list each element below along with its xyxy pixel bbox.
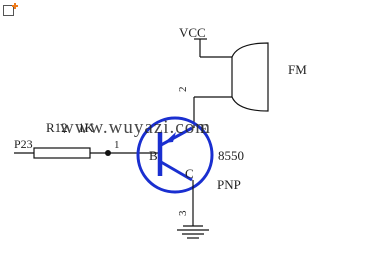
watermark-text: www.wuyazi.com [60,117,212,138]
pin-emitter-number: 2 [177,86,189,93]
base-pin-label: B [149,148,158,163]
speaker-shape [231,42,269,112]
transistor-collector-leg [160,160,193,182]
emitter-arrow [164,132,176,143]
collector-pin-label: C [185,166,194,181]
pin-base-number: 1 [114,139,120,151]
resistor-value-label: 1K [78,120,94,135]
junction-dot [105,150,111,156]
speaker-label: FM [288,62,307,77]
transistor-model-label: 8550 [218,148,244,163]
add-icon[interactable] [2,2,22,16]
resistor-ref-label: R12 [46,120,68,135]
transistor-body [136,116,214,194]
resistor-body [33,147,91,159]
pin-collector-number: 3 [177,210,189,217]
vcc-label: VCC [179,25,206,40]
emitter-pin-label: E [200,121,208,136]
input-net-label: P23 [14,137,33,151]
transistor-type-label: PNP [217,177,241,192]
